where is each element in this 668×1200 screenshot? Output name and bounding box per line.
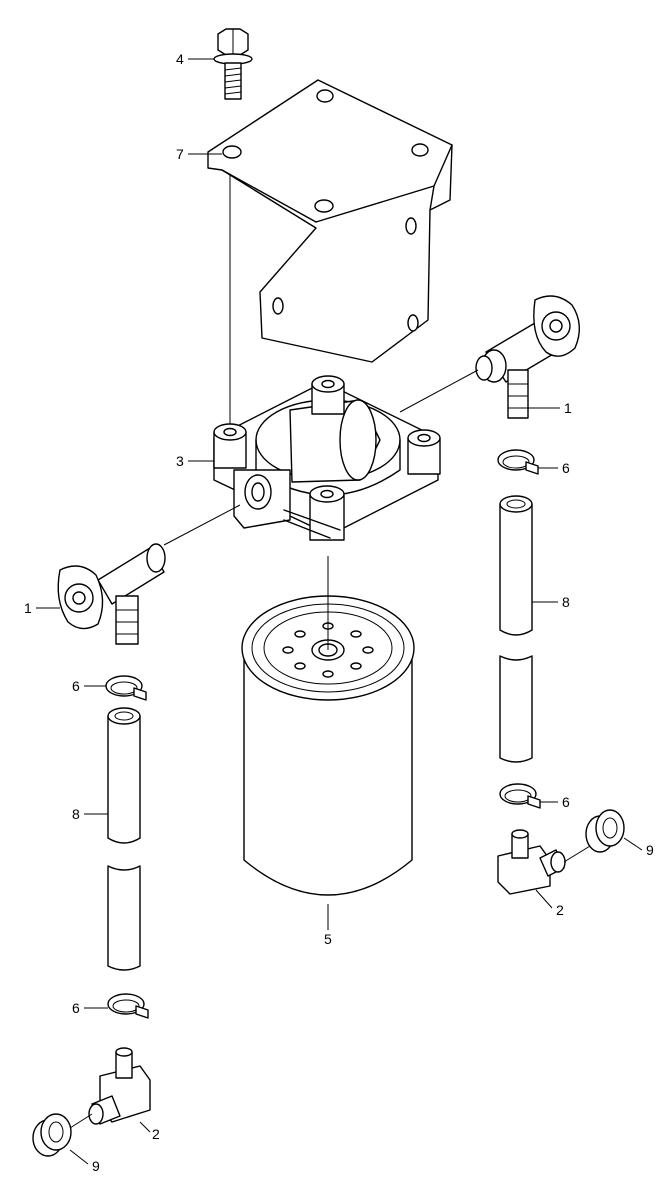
clamp-left-lower [107, 993, 149, 1019]
callout-6-right-upper: 6 [562, 460, 570, 476]
clamp-left-upper [105, 675, 147, 701]
callout-7: 7 [176, 146, 184, 162]
elbow-right-part [497, 829, 566, 895]
callout-1-left: 1 [24, 600, 32, 616]
callout-6-left-lower: 6 [72, 1000, 80, 1016]
callout-9-left: 9 [92, 1158, 100, 1174]
hose-right-upper [499, 495, 533, 636]
hose-right-lower [499, 655, 533, 763]
callout-labels: 4 7 3 1 6 8 6 9 2 1 6 8 6 2 9 5 [24, 51, 654, 1174]
callout-9-right: 9 [646, 842, 654, 858]
elbow-left-part [88, 1047, 151, 1125]
clamp-right-lower [499, 783, 541, 809]
fitting-right-part [563, 809, 625, 863]
callout-5: 5 [324, 931, 332, 947]
callout-3: 3 [176, 453, 184, 469]
hose-left-lower [107, 865, 141, 971]
filter-head-part [213, 375, 441, 541]
clamp-right-upper [497, 449, 539, 475]
callout-2-left: 2 [152, 1126, 160, 1142]
valve-right-part [399, 295, 580, 419]
hose-left-upper [107, 707, 141, 844]
callout-1-right: 1 [564, 400, 572, 416]
callout-2-right: 2 [556, 902, 564, 918]
fitting-left-part [32, 1113, 93, 1157]
callout-6-left-upper: 6 [72, 678, 80, 694]
callout-4: 4 [176, 51, 184, 67]
filter-cartridge-part [241, 556, 415, 896]
callout-8-right: 8 [562, 594, 570, 610]
callout-6-right-lower: 6 [562, 794, 570, 810]
bolt-part [213, 28, 253, 100]
valve-left-part [57, 504, 241, 645]
mounting-bracket-part [207, 79, 453, 363]
leader-lines [36, 58, 643, 1165]
callout-8-left: 8 [72, 806, 80, 822]
